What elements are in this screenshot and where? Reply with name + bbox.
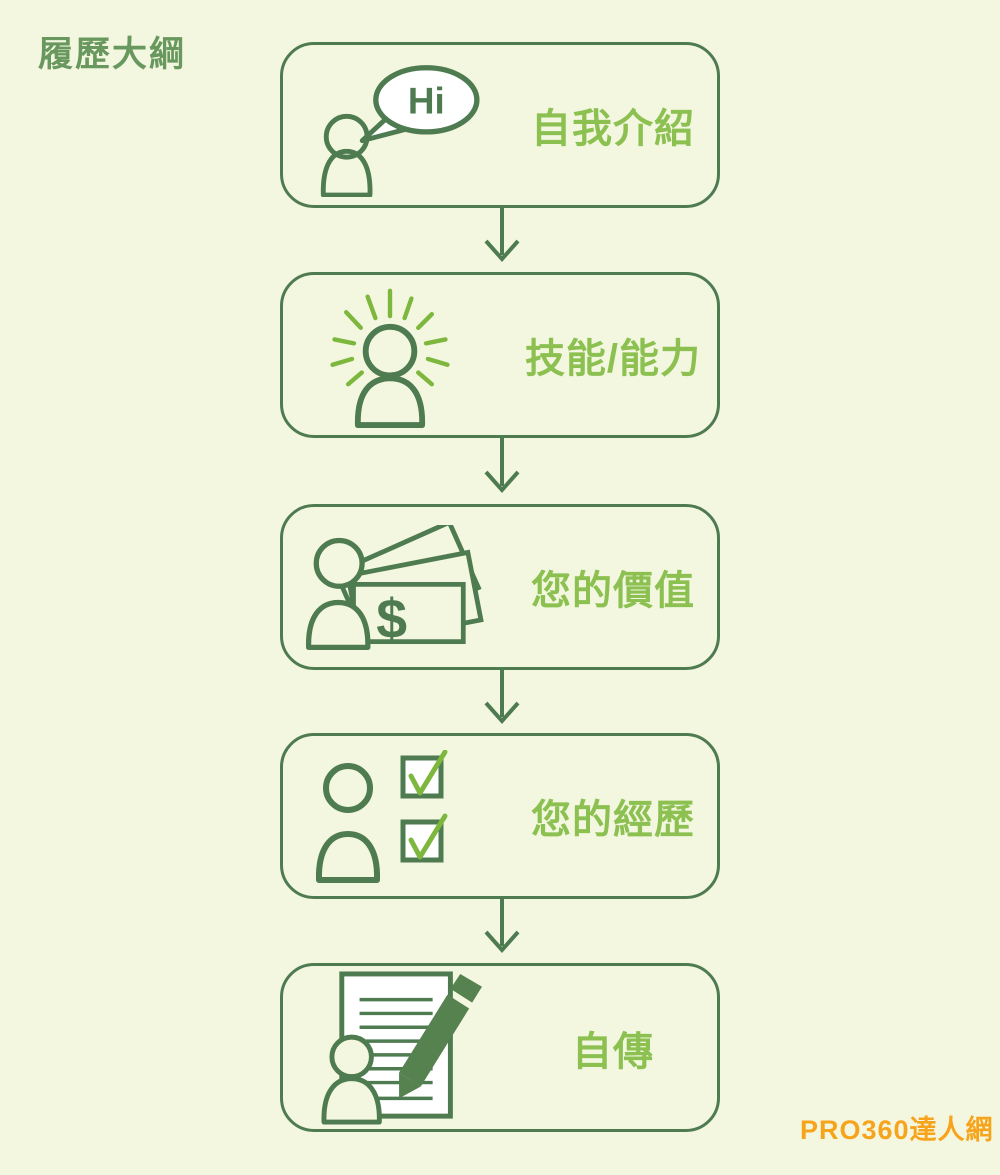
flow-arrow-down-icon: [482, 207, 522, 269]
dollar-sign: $: [376, 588, 407, 650]
document-pencil-icon: [311, 970, 496, 1126]
pencil: [399, 973, 482, 1099]
flow-box-autobiography: 自傳: [280, 963, 720, 1132]
speech-bubble: [373, 65, 480, 135]
flow-box-skills: 技能/能力: [280, 272, 720, 438]
flow-arrow-down-icon: [482, 898, 522, 960]
brand-watermark: PRO360達人網: [800, 1115, 994, 1145]
checkmark: [408, 813, 448, 860]
checkmark: [408, 750, 448, 796]
person-checklist-icon: [313, 750, 483, 884]
step-label-experience: 您的經歷: [531, 798, 695, 842]
flow-arrow-down-icon: [482, 438, 522, 500]
flow-arrow-down-icon: [482, 669, 522, 731]
flow-box-experience: 您的經歷: [280, 733, 720, 899]
person-shining-icon: [315, 283, 465, 429]
step-label-value: 您的價值: [531, 569, 695, 613]
flow-box-self-introduction: Hi 自我介紹: [280, 42, 720, 208]
speech-bubble-text: Hi: [408, 80, 445, 121]
step-label-skills: 技能/能力: [524, 337, 702, 381]
person-money-icon: $: [301, 525, 511, 659]
step-label-autobiography: 自傳: [572, 1029, 654, 1074]
person-greeting-icon: Hi: [301, 59, 506, 197]
flow-box-value: $ 您的價值: [280, 504, 720, 670]
step-label-self-introduction: 自我介紹: [531, 107, 695, 151]
banknote-front: [351, 581, 466, 645]
page-title: 履歷大綱: [38, 35, 187, 74]
